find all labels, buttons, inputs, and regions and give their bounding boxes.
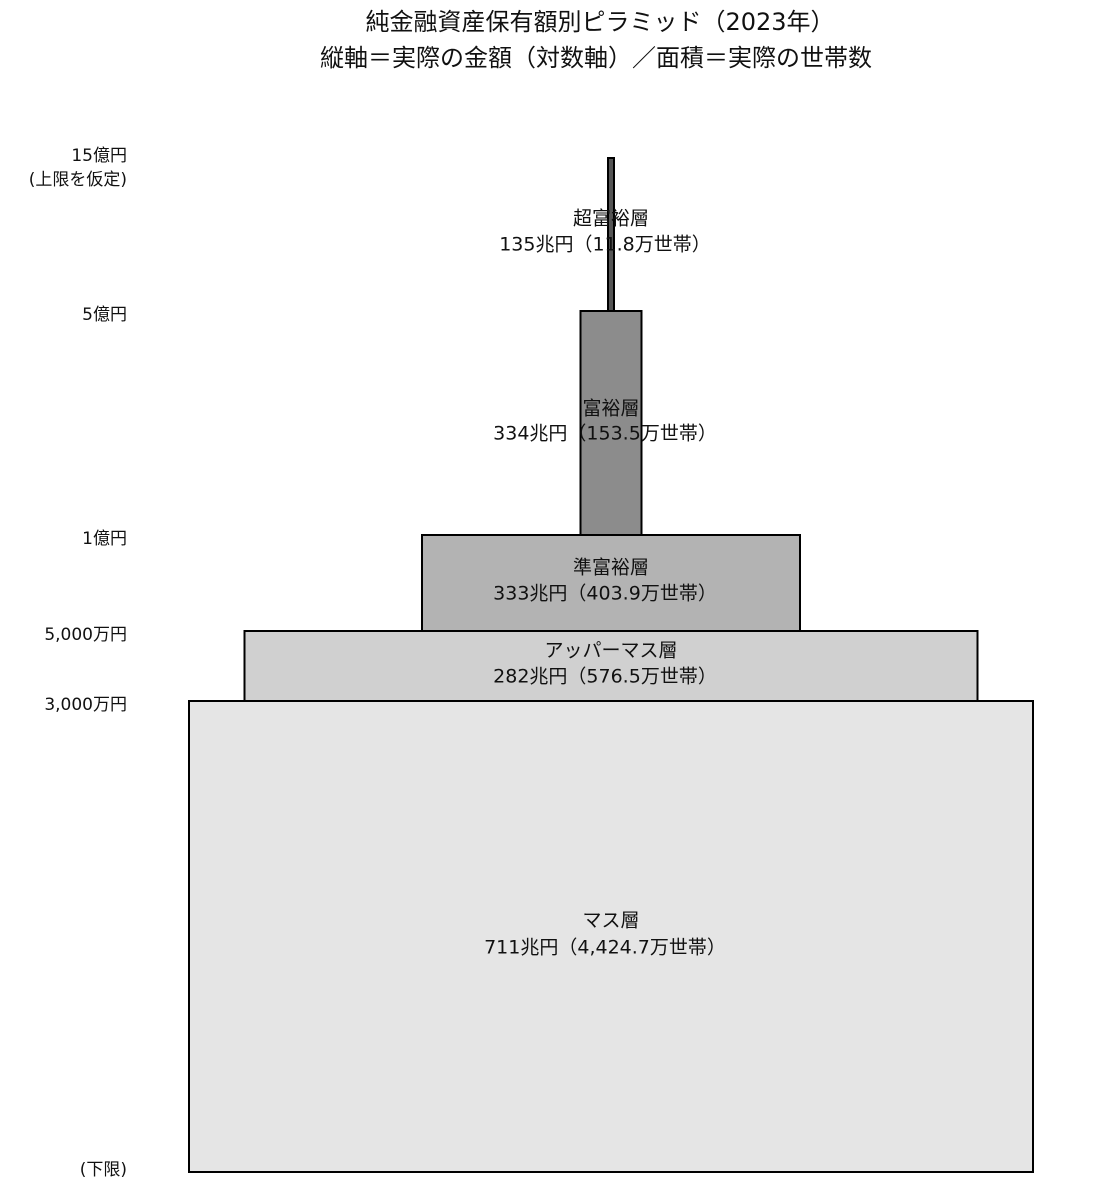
tier-value-label: 282兆円（576.5万世帯）	[493, 666, 717, 688]
tier-bar	[243, 630, 979, 702]
y-tick-label: 1億円	[82, 529, 127, 549]
tier-bar	[579, 310, 643, 536]
tier-value-label: 711兆円（4,424.7万世帯）	[484, 937, 726, 959]
chart-title-line-1: 純金融資産保有額別ピラミッド（2023年）	[365, 8, 834, 36]
tier-name-label: 超富裕層	[573, 208, 649, 230]
tier-bar	[607, 157, 615, 312]
y-tick-label: 5,000万円	[44, 625, 127, 645]
tier-name-label: 準富裕層	[573, 557, 649, 579]
chart-title-line-2: 縦軸＝実際の金額（対数軸）／面積＝実際の世帯数	[320, 44, 872, 72]
tier-bars	[188, 157, 1034, 1173]
tier-value-label: 333兆円（403.9万世帯）	[493, 583, 717, 605]
y-axis-ticks: 15億円 (上限を仮定) 5億円 1億円 5,000万円 3,000万円 (下限)	[29, 146, 127, 1180]
y-tick-label: 5億円	[82, 305, 127, 325]
y-tick-label: (下限)	[80, 1160, 127, 1180]
tier-bar	[188, 700, 1034, 1173]
tier-name-label: 富裕層	[582, 398, 639, 420]
y-tick-label: (上限を仮定)	[29, 170, 127, 190]
y-tick-label: 3,000万円	[44, 695, 127, 715]
tier-value-label: 135兆円（11.8万世帯）	[499, 234, 711, 256]
tier-labels: マス層 711兆円（4,424.7万世帯） アッパーマス層 282兆円（576.5万世…	[484, 208, 726, 959]
tier-name-label: マス層	[582, 910, 639, 932]
tier-name-label: アッパーマス層	[544, 640, 677, 662]
tier-value-label: 334兆円（153.5万世帯）	[493, 423, 717, 445]
y-tick-label: 15億円	[71, 146, 127, 166]
